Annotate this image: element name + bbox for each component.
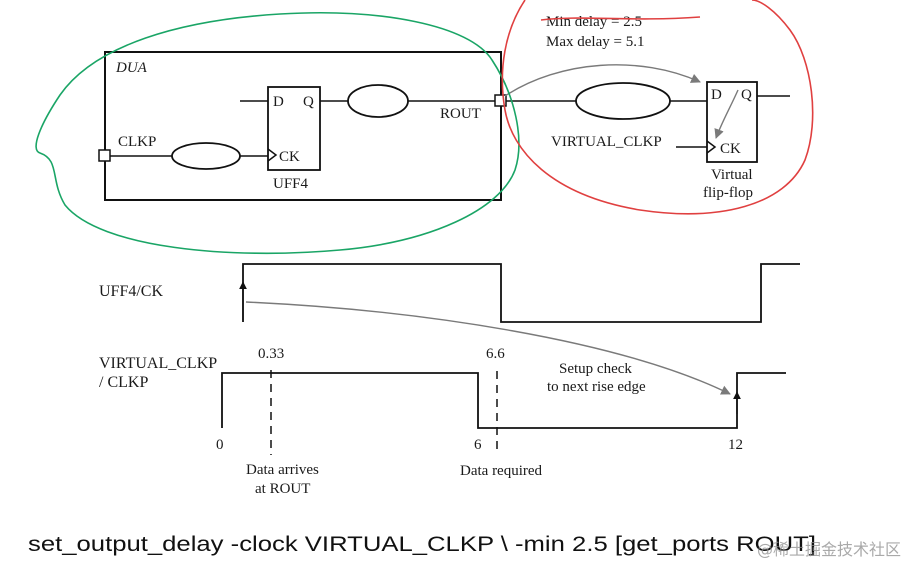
data-arrives-label-1: Data arrives	[246, 462, 319, 478]
virtual-ff-q-pin: Q	[741, 87, 752, 103]
rout-port-label: ROUT	[440, 106, 481, 122]
dua-box	[104, 51, 502, 201]
setup-check-arrow	[245, 301, 731, 395]
clkp-port-label: CLKP	[118, 134, 156, 150]
uff4-clock-triangle	[267, 148, 278, 162]
setup-check-label-2: to next rise edge	[547, 379, 646, 395]
time-12-label: 12	[728, 437, 743, 453]
delay-to-ck-arrow	[714, 89, 739, 139]
uff4-flipflop	[267, 86, 321, 171]
virtual-flipflop	[706, 81, 758, 163]
output-logic-ellipse	[347, 84, 409, 118]
uff4-ck-waveform	[242, 263, 800, 323]
uff4-d-pin: D	[273, 94, 284, 110]
data-arrives-label-2: at ROUT	[255, 481, 310, 497]
uff4-q-pin: Q	[303, 94, 314, 110]
virtual-clkp-waveform	[221, 372, 786, 429]
watermark-text: @稀土掘金技术社区	[756, 540, 901, 559]
time-66-label: 6.6	[486, 346, 505, 362]
time-033-label: 0.33	[258, 346, 284, 362]
virtual-ff-clock-triangle	[706, 140, 717, 154]
uff4-ck-wave-label: UFF4/CK	[99, 283, 163, 300]
uff4-ck-pin: CK	[279, 149, 300, 165]
virtual-ff-caption-1: Virtual	[711, 167, 753, 183]
virtual-clkp-wave-label-1: VIRTUAL_CLKP	[99, 355, 217, 372]
external-logic-ellipse	[575, 82, 671, 120]
time-6-label: 6	[474, 437, 482, 453]
virtual-clkp-wave-label-2: / CLKP	[99, 374, 148, 391]
dua-label: DUA	[115, 60, 148, 76]
rout-to-delay-arrow	[504, 64, 701, 97]
min-delay-text: Min delay = 2.5	[546, 14, 642, 30]
virtual-ff-ck-pin: CK	[720, 141, 741, 157]
red-annotation-loop	[501, 0, 814, 215]
clock-buffer-ellipse	[171, 142, 241, 170]
sdc-command-text: set_output_delay -clock VIRTUAL_CLKP \ -…	[28, 533, 816, 556]
virtual-ff-caption-2: flip-flop	[703, 185, 753, 201]
virtual-ff-d-pin: D	[711, 87, 722, 103]
setup-check-label-1: Setup check	[559, 361, 632, 377]
green-annotation-loop	[35, 12, 520, 255]
virtual-clkp-label: VIRTUAL_CLKP	[551, 134, 662, 150]
time-0-label: 0	[216, 437, 224, 453]
data-required-label: Data required	[460, 463, 543, 479]
clkp-port	[98, 149, 111, 162]
max-delay-text: Max delay = 5.1	[546, 34, 644, 50]
min-delay-strikethrough	[540, 16, 701, 21]
uff4-name: UFF4	[273, 176, 309, 192]
